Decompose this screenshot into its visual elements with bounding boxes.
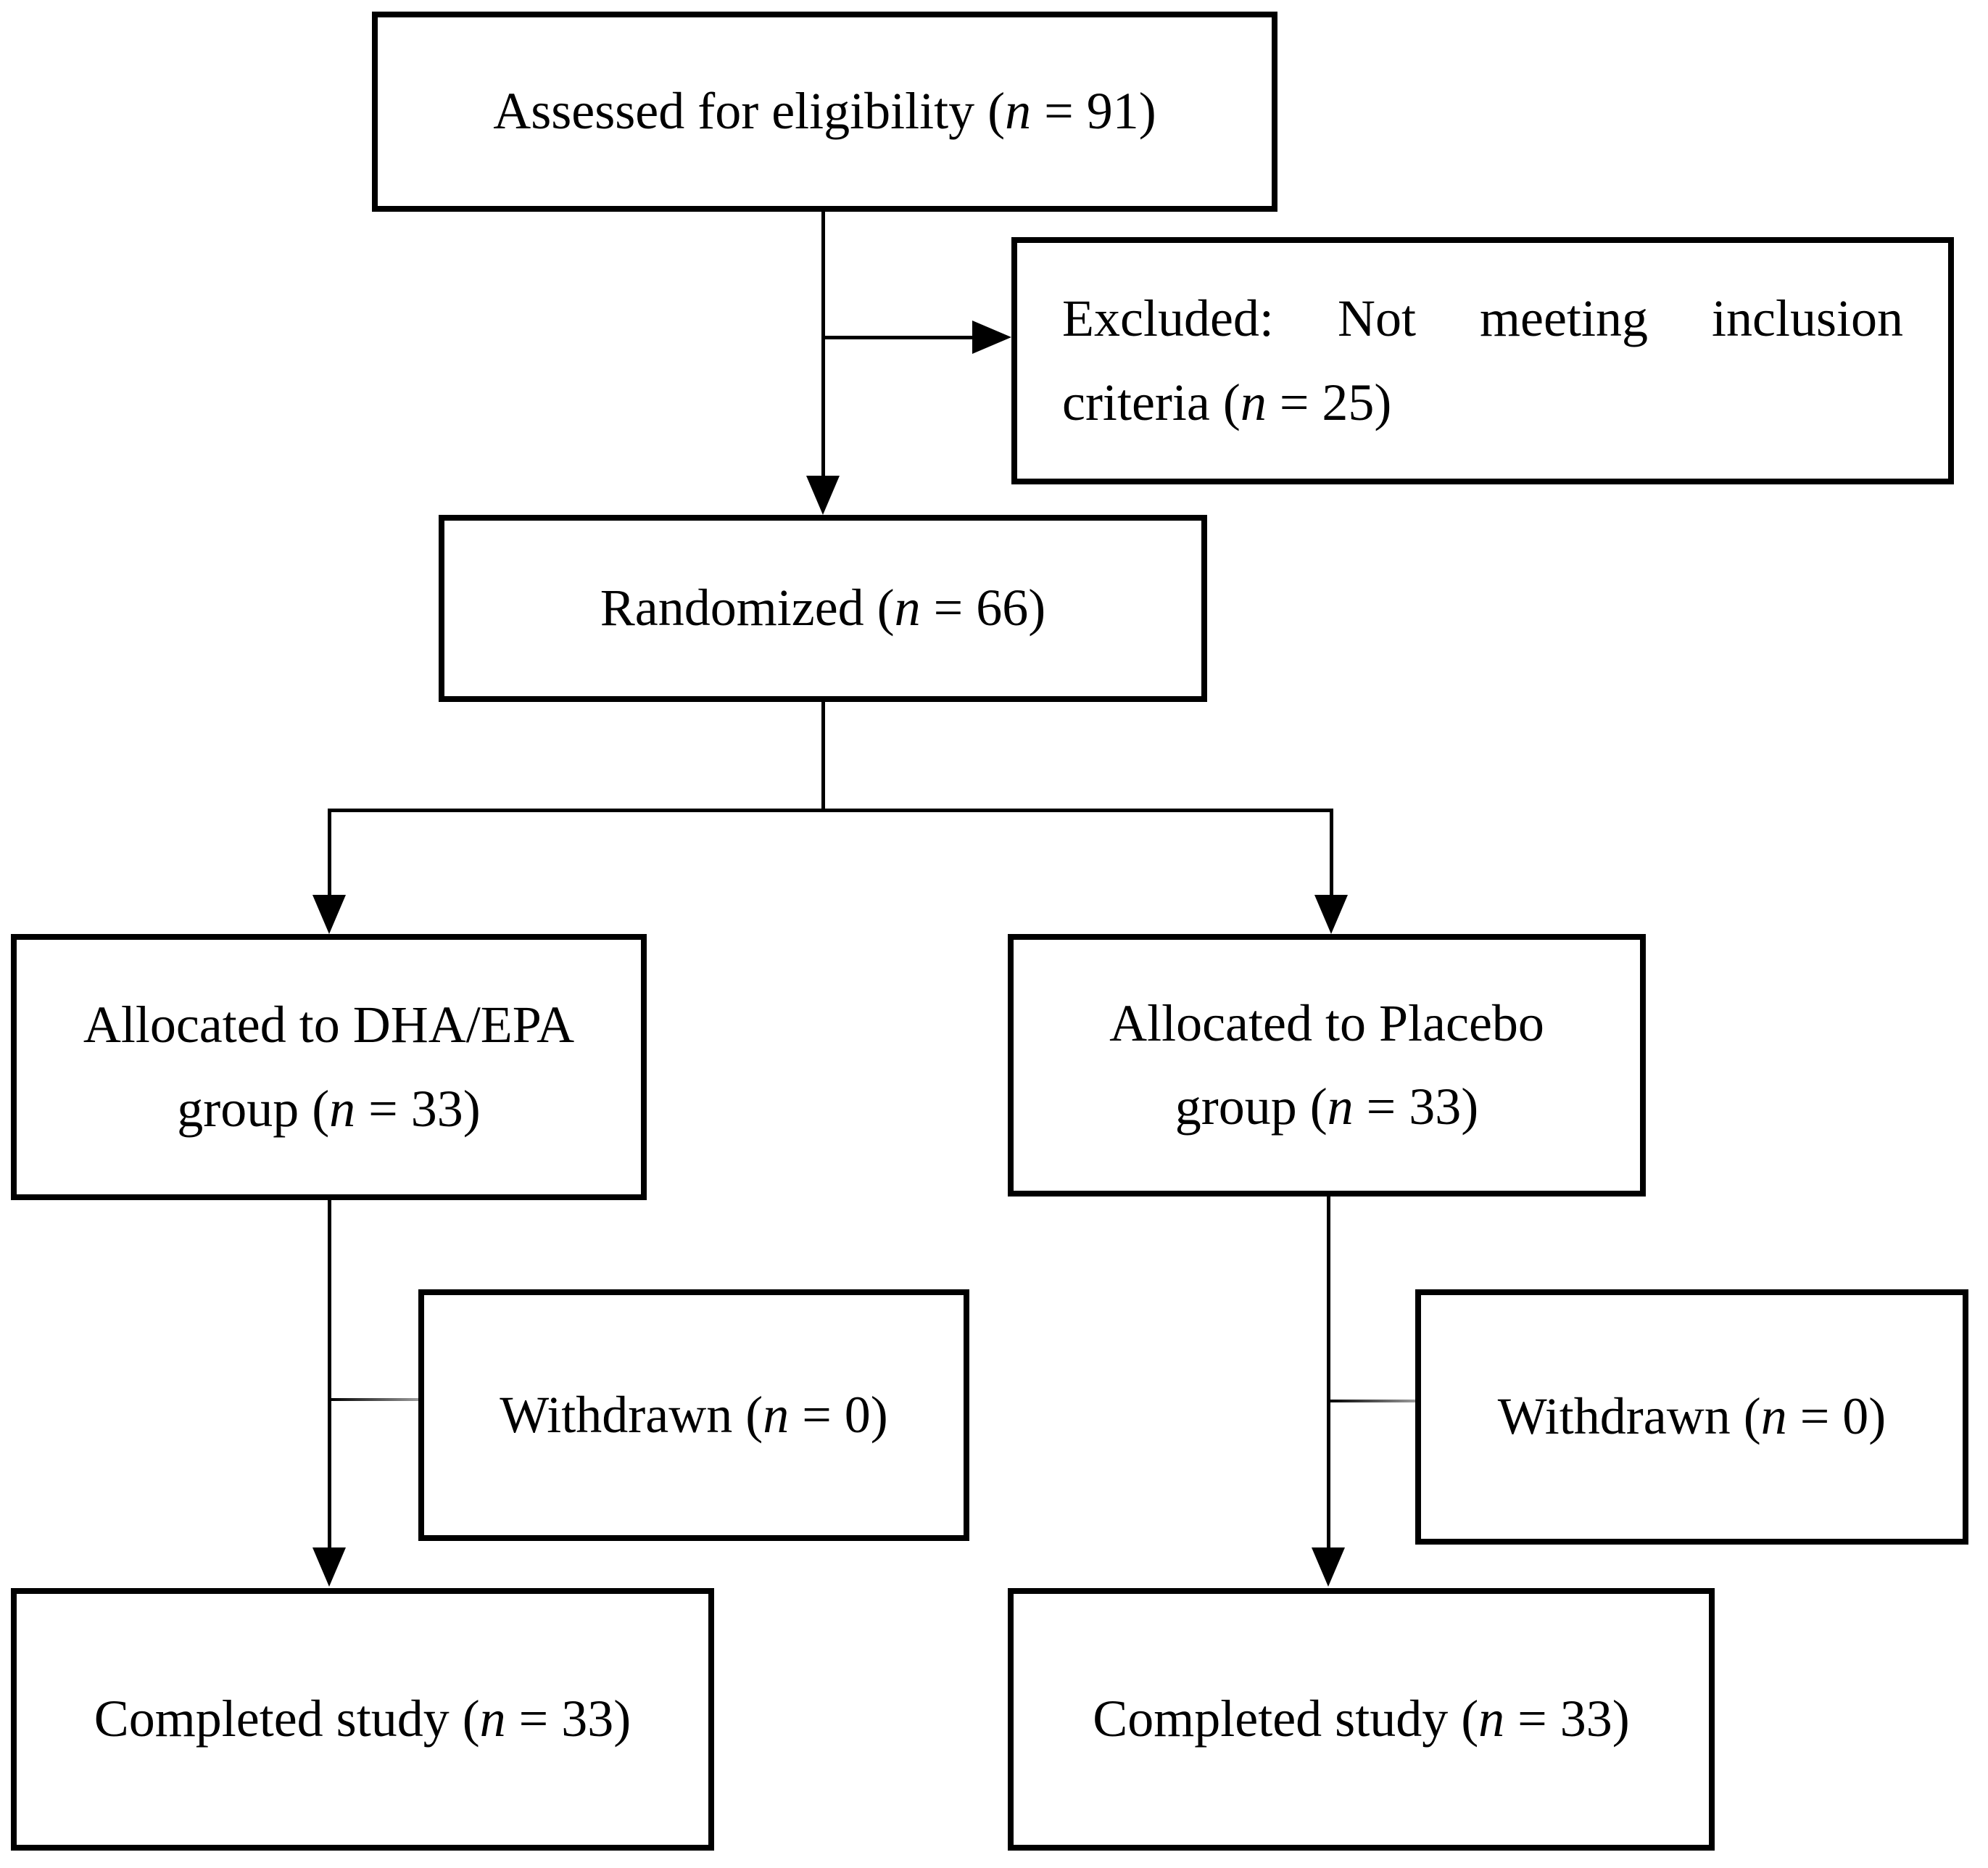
connector-spur-to-withdrawn-dha — [330, 1398, 418, 1401]
allocated-dha-box: Allocated to DHA/EPA group (n = 33) — [11, 934, 647, 1200]
arrowhead-into-excluded — [972, 321, 1011, 354]
excluded-label-line2: criteria (n = 25) — [1062, 373, 1392, 431]
withdrawn-placebo-label: Withdrawn (n = 0) — [1497, 1387, 1886, 1446]
connector-split-right-drop — [1330, 809, 1333, 899]
allocated-dha-label-line1: Allocated to DHA/EPA — [83, 996, 575, 1054]
connector-assessed-to-randomized — [821, 212, 825, 482]
connector-split-left-drop — [328, 809, 331, 899]
withdrawn-placebo-box: Withdrawn (n = 0) — [1415, 1289, 1968, 1545]
connector-allocated-placebo-to-completed — [1327, 1197, 1330, 1550]
arrowhead-into-completed-dha — [312, 1547, 346, 1587]
connector-allocated-dha-to-completed — [328, 1200, 331, 1550]
allocated-dha-label-line2: group (n = 33) — [177, 1079, 481, 1138]
arrowhead-into-randomized — [806, 476, 840, 515]
completed-placebo-box: Completed study (n = 33) — [1008, 1588, 1715, 1851]
connector-randomized-down — [821, 702, 825, 812]
connector-branch-to-excluded — [821, 336, 975, 339]
assessed-label: Assessed for eligibility (n = 91) — [493, 82, 1156, 141]
completed-dha-box: Completed study (n = 33) — [11, 1588, 714, 1851]
connector-split-horizontal — [328, 809, 1333, 812]
randomized-box: Randomized (n = 66) — [439, 515, 1207, 702]
connector-spur-to-withdrawn-placebo — [1329, 1400, 1415, 1402]
randomized-label: Randomized (n = 66) — [600, 579, 1046, 637]
completed-placebo-label: Completed study (n = 33) — [1093, 1690, 1630, 1748]
assessed-box: Assessed for eligibility (n = 91) — [372, 12, 1277, 212]
completed-dha-label: Completed study (n = 33) — [94, 1690, 631, 1748]
excluded-box: Excluded: Not meeting inclusion criteria… — [1011, 237, 1954, 484]
arrowhead-into-allocated-placebo — [1314, 895, 1348, 934]
allocated-placebo-label-line2: group (n = 33) — [1175, 1078, 1479, 1136]
withdrawn-dha-box: Withdrawn (n = 0) — [418, 1289, 969, 1541]
allocated-placebo-box: Allocated to Placebo group (n = 33) — [1008, 934, 1646, 1197]
allocated-placebo-label-line1: Allocated to Placebo — [1109, 993, 1544, 1052]
arrowhead-into-allocated-dha — [312, 895, 346, 934]
withdrawn-dha-label: Withdrawn (n = 0) — [500, 1385, 888, 1444]
excluded-label-line1: Excluded: Not meeting inclusion — [1062, 289, 1903, 348]
arrowhead-into-completed-placebo — [1312, 1547, 1345, 1587]
